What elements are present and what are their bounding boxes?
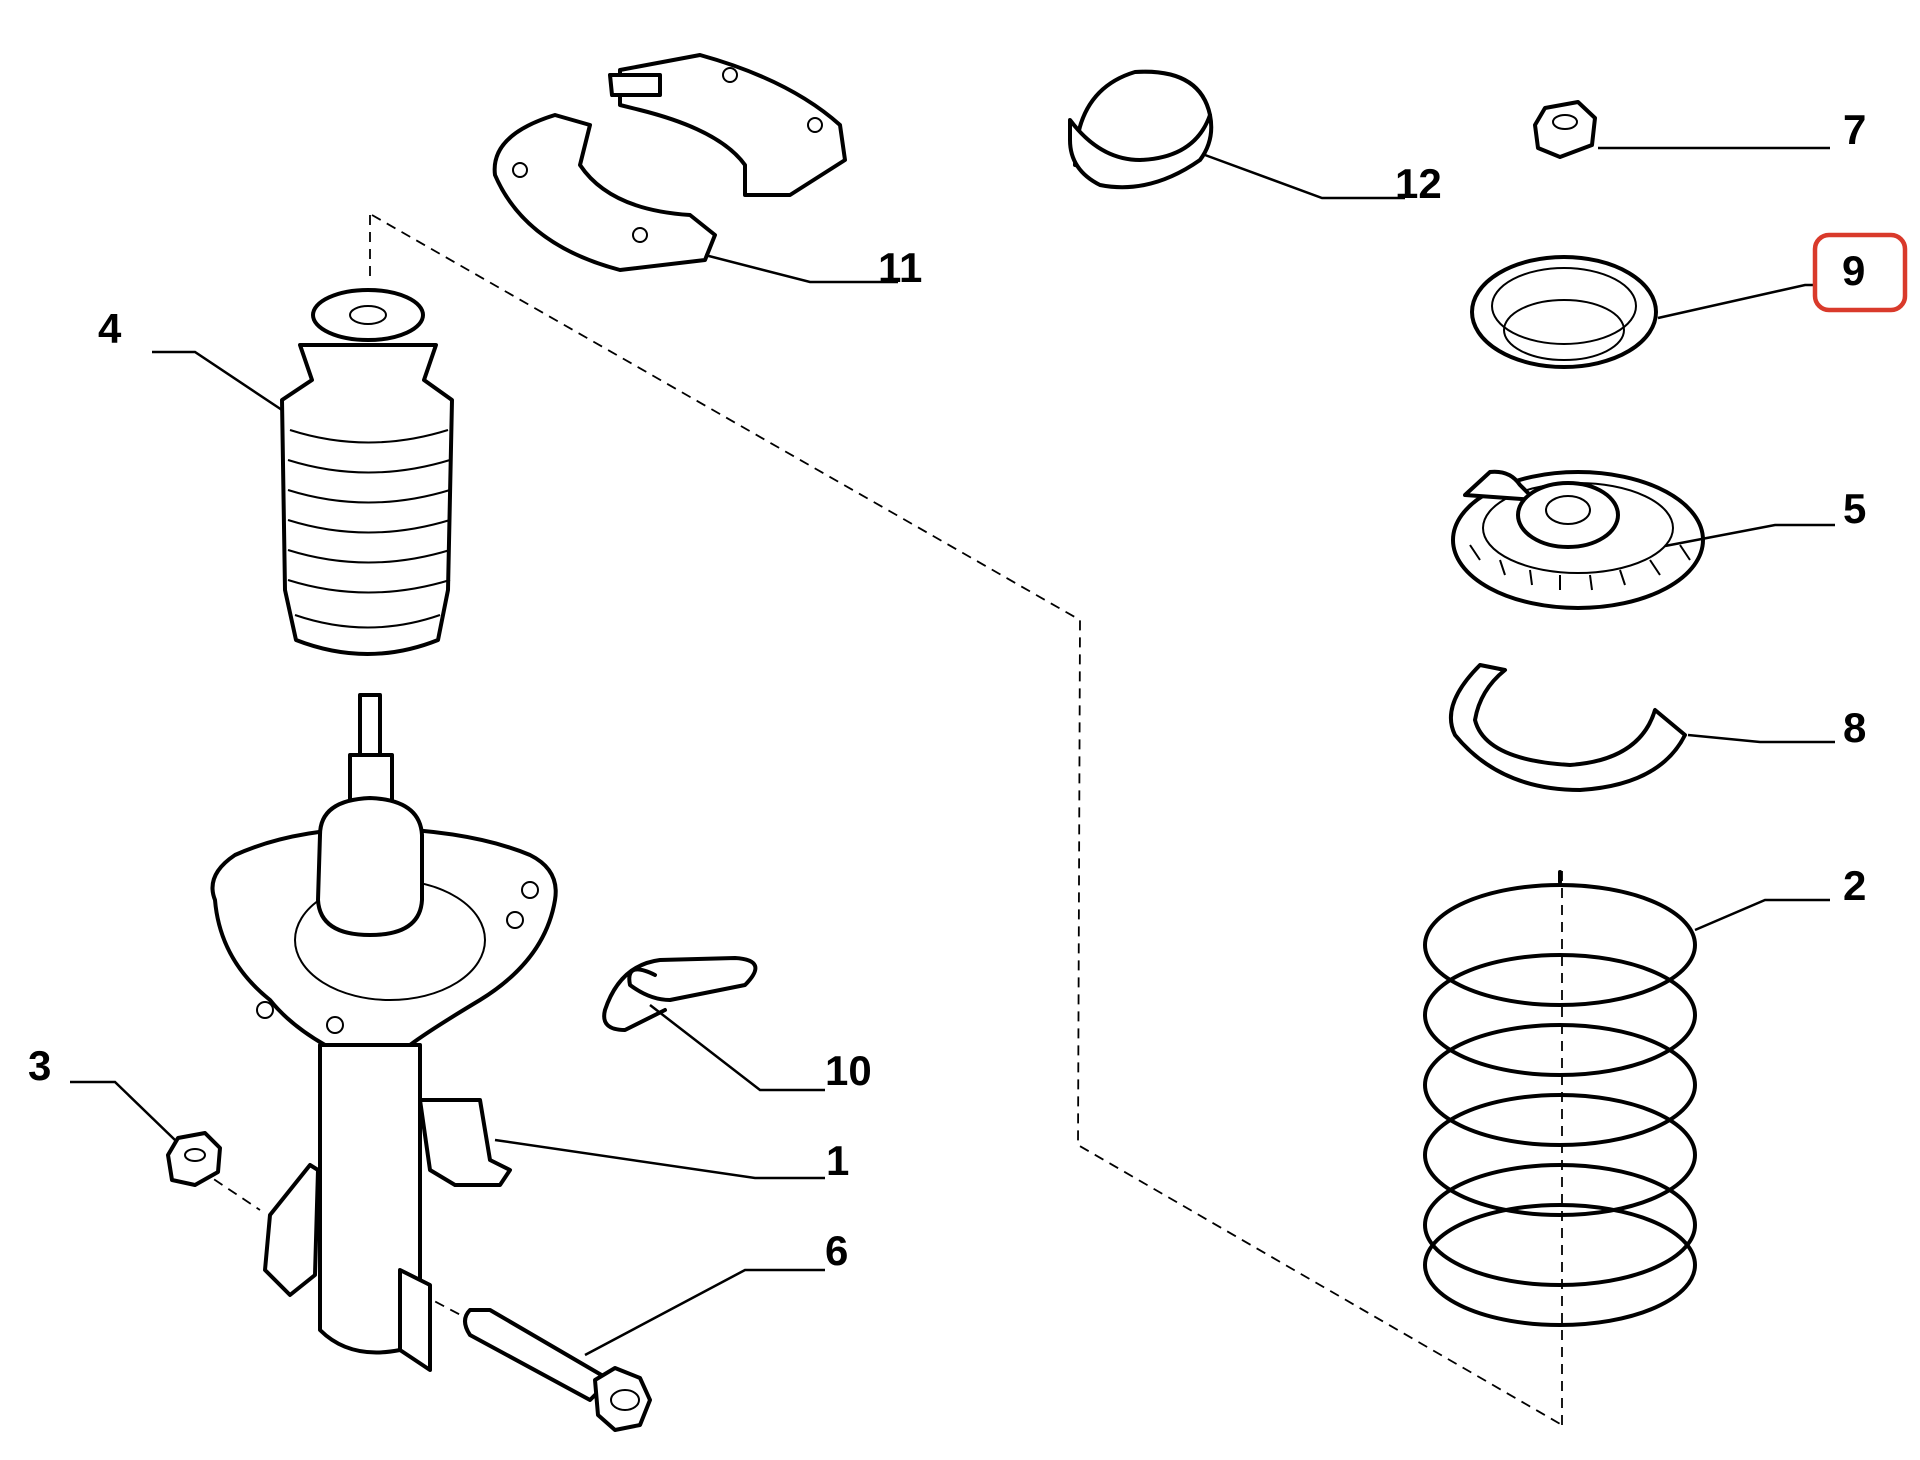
part-11-spring-pad[interactable] — [492, 53, 847, 272]
part-7-nut[interactable] — [1533, 100, 1597, 159]
callout-5[interactable]: 5 — [1843, 485, 1866, 532]
callout-9[interactable]: 9 — [1842, 247, 1865, 294]
part-10-clip[interactable] — [602, 956, 758, 1032]
callout-2[interactable]: 2 — [1843, 862, 1866, 909]
callout-8[interactable]: 8 — [1843, 704, 1866, 751]
callout-1[interactable]: 1 — [826, 1137, 849, 1184]
callout-7[interactable]: 7 — [1843, 106, 1866, 153]
part-3-nut[interactable] — [166, 1131, 222, 1187]
part-8-spring-pad[interactable] — [1448, 663, 1687, 792]
callout-12[interactable]: 12 — [1395, 160, 1442, 207]
leader-lines — [70, 146, 1835, 1357]
part-6-bolt[interactable] — [463, 1308, 652, 1432]
callout-6[interactable]: 6 — [825, 1227, 848, 1274]
part-12-dust-cap[interactable] — [1068, 69, 1214, 190]
part-9-seat-ring[interactable] — [1470, 255, 1658, 369]
callout-11[interactable]: 11 — [878, 244, 922, 291]
part-5-strut-mount[interactable] — [1451, 469, 1705, 610]
highlight-box — [1812, 232, 1908, 313]
callout-10[interactable]: 10 — [825, 1047, 872, 1094]
callout-4[interactable]: 4 — [98, 305, 122, 352]
part-2-coil-spring[interactable] — [1423, 870, 1697, 1327]
assembly-outline — [199, 214, 1563, 1426]
part-1-shock-absorber[interactable] — [210, 693, 558, 1372]
callout-3[interactable]: 3 — [28, 1042, 51, 1089]
callout-labels: 11 12 7 9 5 8 2 4 3 1 10 6 — [28, 106, 1866, 1274]
part-4-dust-boot[interactable] — [280, 288, 454, 656]
